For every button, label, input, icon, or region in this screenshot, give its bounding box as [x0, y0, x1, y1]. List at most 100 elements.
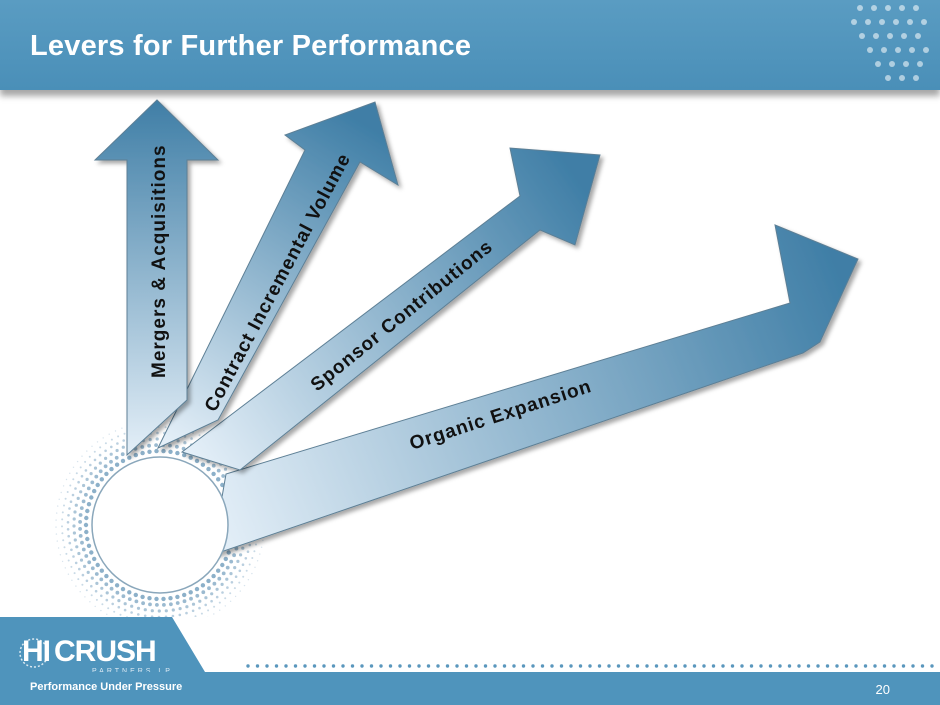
halo-dot: [86, 543, 92, 548]
halo-dot: [84, 469, 88, 472]
halo-dot: [93, 466, 98, 470]
halo-dot: [92, 556, 97, 562]
halo-dot: [150, 615, 154, 617]
halo-dot: [262, 539, 264, 542]
footer-dot: [683, 664, 687, 668]
footer-dot: [892, 664, 896, 668]
halo-dot: [201, 590, 206, 595]
halo-dot: [64, 567, 67, 569]
halo-dot: [110, 438, 113, 441]
halo-dot: [221, 591, 224, 594]
footer-dot: [806, 664, 811, 668]
footer-dot: [512, 664, 516, 668]
halo-dot: [66, 521, 70, 524]
halo-dot: [88, 455, 91, 458]
halo-dot: [84, 596, 86, 598]
halo-dot: [56, 512, 58, 514]
halo-dot: [73, 538, 77, 542]
halo-dot: [113, 610, 116, 613]
footer-dot: [911, 664, 915, 668]
footer-dot: [521, 664, 526, 668]
halo-dot: [251, 557, 254, 559]
footer-dot: [464, 664, 469, 668]
footer-dot: [388, 664, 393, 668]
footer-dot: [873, 664, 877, 668]
halo-dot: [200, 612, 203, 615]
halo-dot: [259, 553, 261, 555]
footer-dot: [284, 664, 288, 668]
halo-dot: [168, 449, 173, 454]
halo-dot: [155, 603, 159, 607]
halo-dot: [89, 550, 94, 555]
halo-dot: [220, 482, 225, 488]
halo-dot: [94, 605, 96, 608]
halo-dot: [84, 529, 89, 535]
halo-dot: [236, 559, 240, 564]
halo-dot: [156, 431, 159, 435]
halo-dot: [243, 584, 246, 587]
halo-dot: [245, 569, 248, 572]
halo-dot: [78, 534, 83, 538]
halo-dot: [100, 586, 104, 590]
halo-dot: [117, 605, 121, 609]
footer-dot: [274, 664, 279, 668]
halo-dot: [194, 458, 200, 464]
halo-dot: [220, 582, 224, 587]
halo-dot: [93, 450, 96, 453]
halo-dot: [225, 565, 230, 570]
footer-dot: [322, 664, 326, 668]
halo-dot: [190, 437, 193, 440]
halo-dot: [141, 601, 146, 606]
halo-dot: [229, 572, 233, 576]
halo-dot: [126, 616, 128, 617]
halo-dot: [198, 599, 202, 603]
footer-dot: [854, 664, 858, 668]
halo-dot: [122, 439, 125, 442]
halo-dot: [247, 579, 250, 581]
halo-dot: [203, 430, 205, 432]
halo-dot: [86, 450, 88, 452]
halo-dot: [234, 546, 239, 551]
halo-dot: [98, 461, 102, 465]
footer-dot: [920, 664, 925, 668]
halo-dot: [93, 458, 97, 462]
footer-dot: [493, 664, 497, 668]
center-circle: [91, 456, 229, 594]
label-mergers-acquisitions: Mergers & Acquisitions: [149, 144, 170, 378]
halo-dot: [101, 603, 104, 606]
halo-dot: [74, 503, 78, 507]
halo-dot: [90, 566, 95, 571]
halo-dot: [86, 486, 91, 491]
halo-dot: [104, 582, 109, 587]
halo-dot: [55, 519, 57, 521]
halo-dot: [221, 474, 226, 478]
halo-dot: [241, 546, 245, 550]
halo-dot: [61, 560, 64, 563]
halo-dot: [162, 603, 166, 607]
logo-left: HI: [22, 635, 51, 668]
halo-dot: [150, 609, 154, 613]
halo-dot: [223, 556, 228, 562]
halo-dot: [57, 505, 59, 507]
arrow-sponsor-contributions: [180, 147, 601, 471]
halo-dot: [213, 613, 215, 615]
footer-dot: [901, 664, 906, 668]
halo-dot: [85, 589, 88, 592]
halo-dot: [238, 569, 242, 573]
footer-bar: [0, 672, 940, 705]
halo-dot: [59, 554, 62, 556]
footer-dot: [265, 664, 269, 668]
halo-dot: [164, 615, 168, 617]
halo-dot: [81, 499, 86, 504]
halo-dot: [65, 478, 68, 481]
halo-dot: [213, 605, 216, 608]
halo-dot: [191, 602, 196, 606]
halo-dot: [147, 596, 152, 601]
halo-dot: [72, 531, 76, 535]
halo-dot: [95, 562, 100, 568]
halo-dot: [182, 452, 187, 458]
halo-dot: [171, 608, 175, 612]
footer-dot: [293, 664, 298, 668]
footer-dot: [844, 664, 849, 668]
footer-dot: [626, 664, 630, 668]
